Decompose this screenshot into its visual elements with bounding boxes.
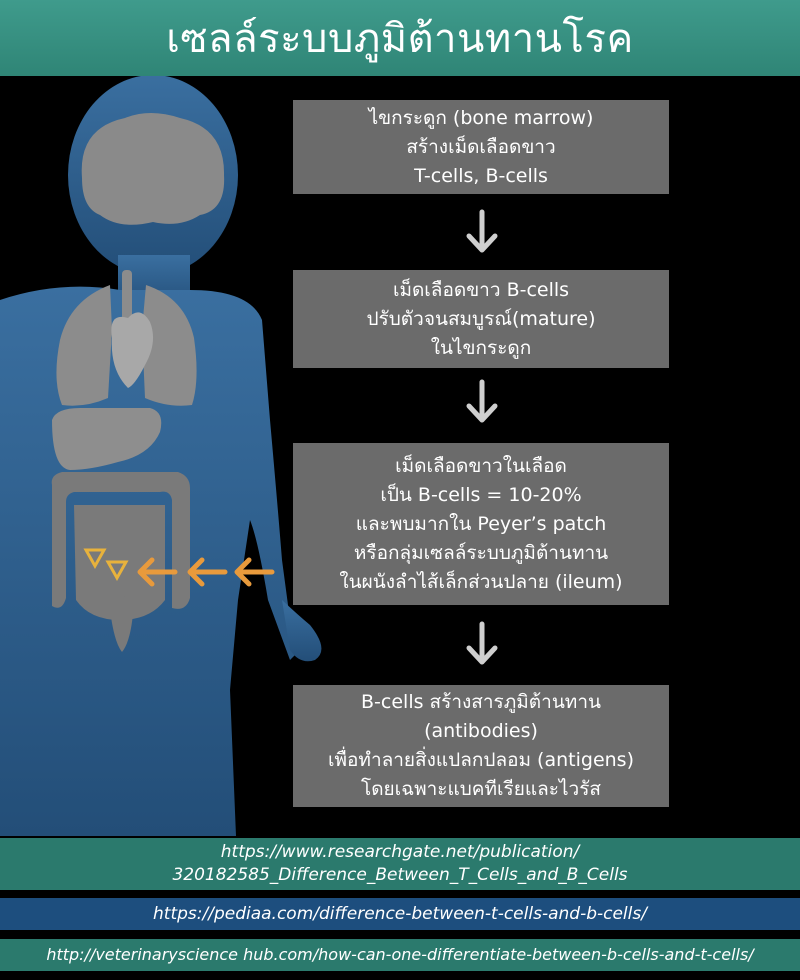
brain-organ <box>81 113 225 225</box>
heart-organ <box>111 312 154 388</box>
box-line: สร้างเม็ดเลือดขาว <box>406 135 556 158</box>
flow-box-bone-marrow: ไขกระดูก (bone marrow) สร้างเม็ดเลือดขาว… <box>293 100 669 194</box>
flow-box-b-cell-maturation: เม็ดเลือดขาว B-cells ปรับตัวจนสมบูรณ์(ma… <box>293 270 669 368</box>
down-arrow-icon <box>466 621 498 665</box>
box-line: เพื่อทำลายสิ่งแปลกปลอม (antigens) <box>327 749 634 771</box>
reference-line[interactable]: https://pediaa.com/difference-between-t-… <box>153 904 647 924</box>
reference-veterinaryscience[interactable]: http://veterinaryscience hub.com/how-can… <box>0 939 800 971</box>
orange-pointer-arrows <box>137 557 275 587</box>
box-line: ปรับตัวจนสมบูรณ์(mature) <box>366 307 596 330</box>
box-line: เม็ดเลือดขาวในเลือด <box>395 454 567 477</box>
box-line: T-cells, B-cells <box>414 164 548 187</box>
box-line: ในผนังลำไส้เล็กส่วนปลาย (ileum) <box>339 570 623 593</box>
peyers-patch-markers <box>83 548 129 582</box>
liver-organ <box>52 408 162 470</box>
lungs-organ <box>56 270 197 406</box>
human-body-illustration <box>0 76 322 836</box>
box-line: เม็ดเลือดขาว B-cells <box>392 278 570 301</box>
box-line: ในไขกระดูก <box>430 336 532 359</box>
reference-line[interactable]: https://www.researchgate.net/publication… <box>220 842 580 862</box>
box-line: หรือกลุ่มเซลล์ระบบภูมิต้านทาน <box>353 541 609 564</box>
reference-line[interactable]: 320182585_Difference_Between_T_Cells_and… <box>172 865 628 885</box>
box-line: เป็น B-cells = 10-20% <box>380 483 582 506</box>
reference-researchgate[interactable]: https://www.researchgate.net/publication… <box>0 838 800 890</box>
title-bar: เซลล์ระบบภูมิต้านทานโรค <box>0 0 800 76</box>
box-line: โดยเฉพาะแบคทีเรียและไวรัส <box>360 778 601 800</box>
page-title: เซลล์ระบบภูมิต้านทานโรค <box>166 16 634 62</box>
box-line: B-cells สร้างสารภูมิต้านทาน <box>361 691 601 713</box>
reference-pediaa[interactable]: https://pediaa.com/difference-between-t-… <box>0 898 800 930</box>
reference-line[interactable]: http://veterinaryscience hub.com/how-can… <box>46 945 754 964</box>
flow-box-blood-b-cells: เม็ดเลือดขาวในเลือด เป็น B-cells = 10-20… <box>293 443 669 605</box>
box-line: (antibodies) <box>424 720 538 742</box>
flow-box-antibodies: B-cells สร้างสารภูมิต้านทาน (antibodies)… <box>293 685 669 807</box>
box-line: และพบมากใน Peyer’s patch <box>355 512 607 535</box>
box-line: ไขกระดูก (bone marrow) <box>368 106 594 129</box>
down-arrow-icon <box>466 379 498 423</box>
down-arrow-icon <box>466 209 498 253</box>
